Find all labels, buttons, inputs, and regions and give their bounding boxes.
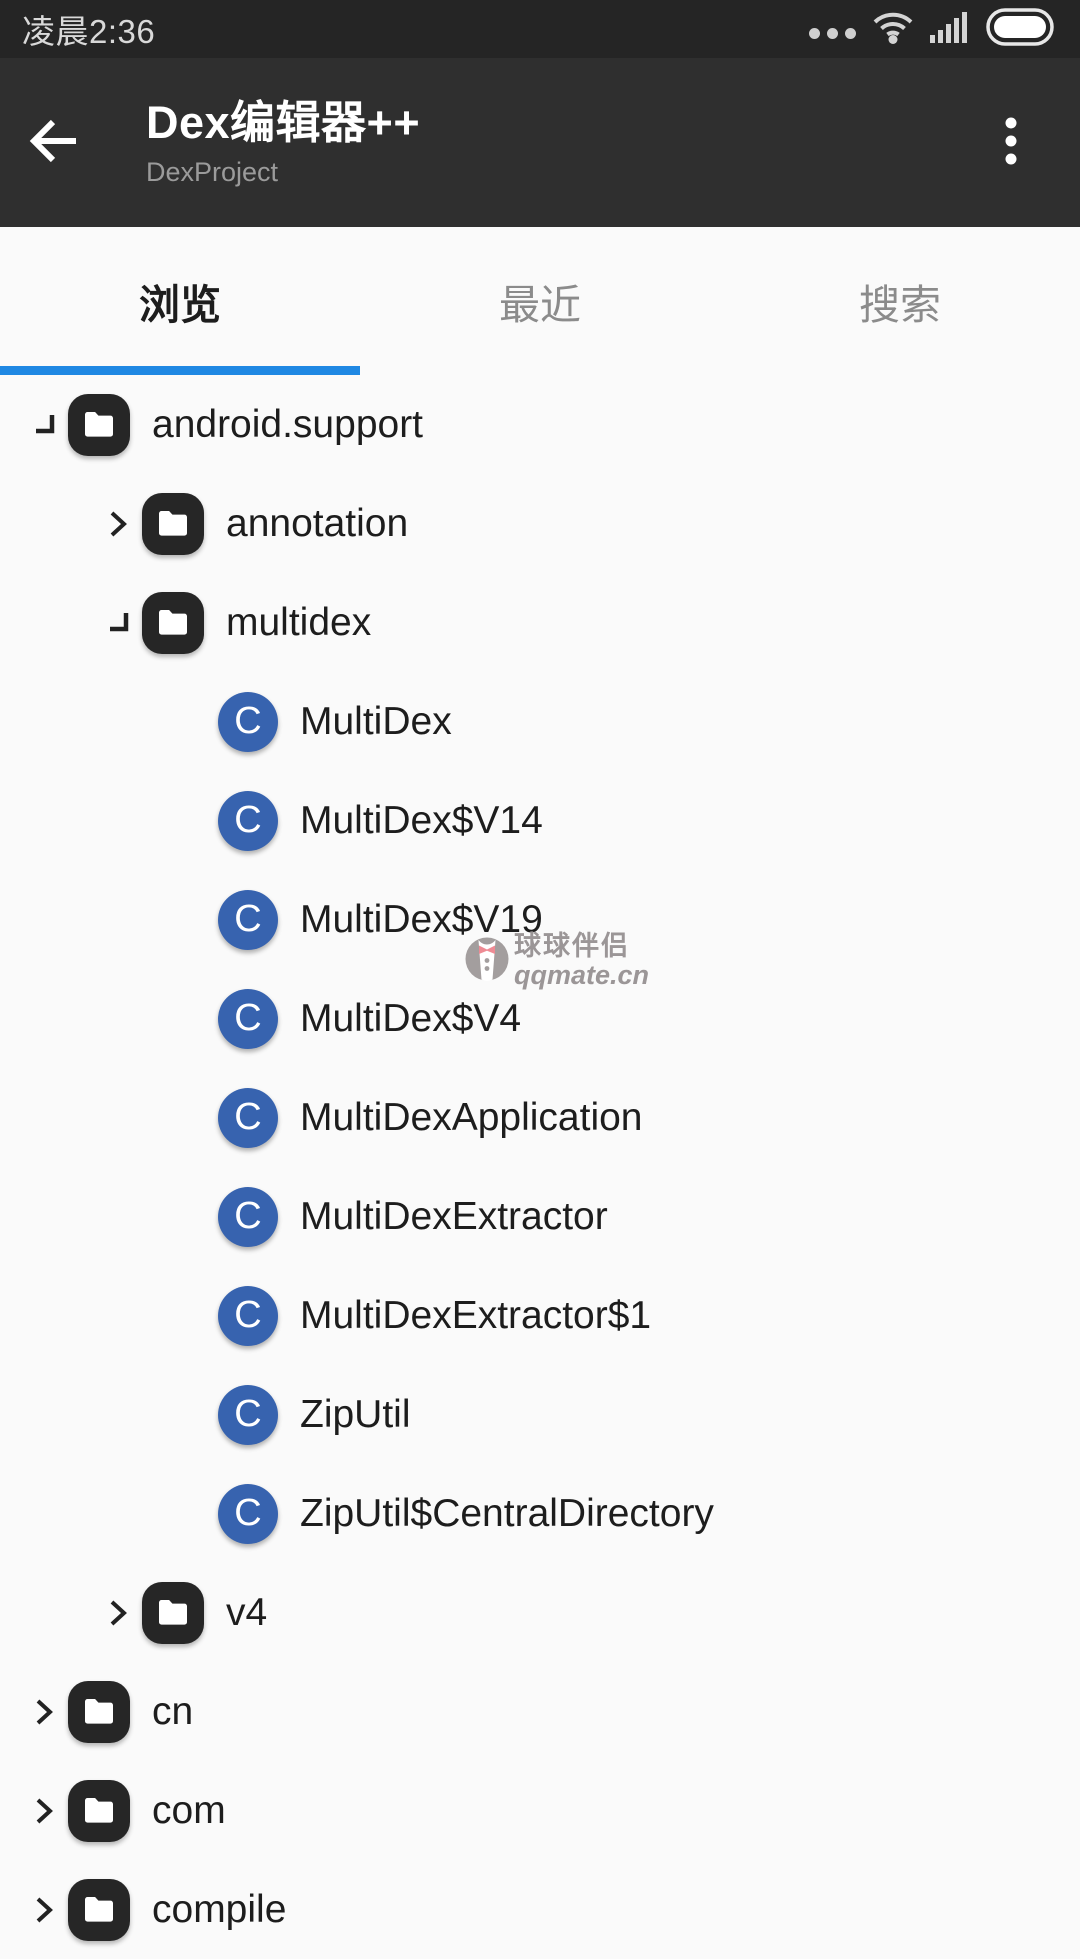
folder-icon xyxy=(68,1878,130,1941)
indent-spacer xyxy=(168,1391,216,1439)
indent-spacer xyxy=(168,698,216,746)
folder-icon xyxy=(142,591,204,654)
tree-item-label: cn xyxy=(152,1689,194,1733)
tree-row-ZipUtil[interactable]: C ZipUtil xyxy=(0,1365,1080,1464)
class-icon: C xyxy=(218,1087,278,1148)
tree-item-label: MultiDexExtractor xyxy=(300,1194,608,1238)
tree-item-label: android.support xyxy=(152,402,424,446)
expand-chevron-icon[interactable] xyxy=(94,500,142,548)
tree-item-label: ZipUtil xyxy=(300,1392,411,1436)
tree-item-label: v4 xyxy=(226,1590,268,1634)
tree-row-MultiDex$V19[interactable]: C MultiDex$V19 xyxy=(0,870,1080,969)
indent-spacer xyxy=(168,995,216,1043)
collapse-corner-icon[interactable] xyxy=(20,401,68,449)
indent-spacer xyxy=(168,1193,216,1241)
tree-row-android.support[interactable]: android.support xyxy=(0,375,1080,474)
tree-item-label: MultiDex xyxy=(300,699,452,743)
tree-row-compile[interactable]: compile xyxy=(0,1860,1080,1959)
class-icon: C xyxy=(218,1384,278,1445)
tree-item-label: MultiDexApplication xyxy=(300,1095,643,1139)
back-button[interactable] xyxy=(0,58,110,227)
notification-dots-icon xyxy=(809,27,856,39)
tree-row-multidex[interactable]: multidex xyxy=(0,573,1080,672)
overflow-dots-icon xyxy=(1005,117,1017,168)
battery-icon xyxy=(986,7,1056,51)
folder-icon xyxy=(68,1680,130,1743)
class-icon: C xyxy=(218,691,278,752)
folder-icon xyxy=(68,393,130,456)
back-arrow-icon xyxy=(28,118,82,167)
overflow-menu-button[interactable] xyxy=(966,58,1056,227)
indent-spacer xyxy=(168,1094,216,1142)
folder-icon xyxy=(142,492,204,555)
tree-item-label: compile xyxy=(152,1887,287,1931)
tree-row-annotation[interactable]: annotation xyxy=(0,474,1080,573)
tree-row-ZipUtil$CentralDirectory[interactable]: C ZipUtil$CentralDirectory xyxy=(0,1464,1080,1563)
expand-chevron-icon[interactable] xyxy=(20,1787,68,1835)
folder-icon xyxy=(142,1581,204,1644)
class-icon: C xyxy=(218,1483,278,1544)
expand-chevron-icon[interactable] xyxy=(20,1886,68,1934)
class-icon: C xyxy=(218,988,278,1049)
indent-spacer xyxy=(168,797,216,845)
indent-spacer xyxy=(168,896,216,944)
tree-item-label: MultiDexExtractor$1 xyxy=(300,1293,652,1337)
expand-chevron-icon[interactable] xyxy=(20,1688,68,1736)
tab-search[interactable]: 搜索 xyxy=(859,282,941,328)
tab-recent[interactable]: 最近 xyxy=(499,282,581,328)
page-subtitle: DexProject xyxy=(146,156,279,187)
active-tab-indicator xyxy=(0,366,360,375)
title-block: Dex编辑器++ DexProject xyxy=(146,97,420,188)
tree-row-MultiDex$V4[interactable]: C MultiDex$V4 xyxy=(0,969,1080,1068)
tree-item-label: com xyxy=(152,1788,226,1832)
tree-item-label: annotation xyxy=(226,501,409,545)
tree-item-label: MultiDex$V14 xyxy=(300,798,543,842)
indent-spacer xyxy=(168,1292,216,1340)
status-time: 凌晨2:36 xyxy=(22,13,156,50)
expand-chevron-icon[interactable] xyxy=(94,1589,142,1637)
tree-item-label: multidex xyxy=(226,600,372,644)
folder-icon xyxy=(68,1779,130,1842)
tree-item-label: MultiDex$V19 xyxy=(300,897,543,941)
tab-bar: 浏览 最近 搜索 xyxy=(0,227,1080,375)
page-title: Dex编辑器++ xyxy=(146,97,421,149)
tree-row-MultiDexExtractor[interactable]: C MultiDexExtractor xyxy=(0,1167,1080,1266)
tree-row-MultiDex$V14[interactable]: C MultiDex$V14 xyxy=(0,771,1080,870)
class-icon: C xyxy=(218,1285,278,1346)
tree-row-MultiDexApplication[interactable]: C MultiDexApplication xyxy=(0,1068,1080,1167)
collapse-corner-icon[interactable] xyxy=(94,599,142,647)
tree-row-cn[interactable]: cn xyxy=(0,1662,1080,1761)
status-icons xyxy=(809,7,1056,51)
signal-icon xyxy=(930,11,970,48)
wifi-icon xyxy=(872,10,914,49)
indent-spacer xyxy=(168,1490,216,1538)
tab-browse[interactable]: 浏览 xyxy=(139,282,221,328)
class-icon: C xyxy=(218,790,278,851)
app-bar: Dex编辑器++ DexProject xyxy=(0,58,1080,227)
status-bar: 凌晨2:36 xyxy=(0,0,1080,58)
class-icon: C xyxy=(218,889,278,950)
tree-item-label: MultiDex$V4 xyxy=(300,996,522,1040)
tree-item-label: ZipUtil$CentralDirectory xyxy=(300,1491,714,1535)
class-icon: C xyxy=(218,1186,278,1247)
tree-row-v4[interactable]: v4 xyxy=(0,1563,1080,1662)
tree-row-MultiDexExtractor$1[interactable]: C MultiDexExtractor$1 xyxy=(0,1266,1080,1365)
tree-row-MultiDex[interactable]: C MultiDex xyxy=(0,672,1080,771)
tree-row-com[interactable]: com xyxy=(0,1761,1080,1860)
